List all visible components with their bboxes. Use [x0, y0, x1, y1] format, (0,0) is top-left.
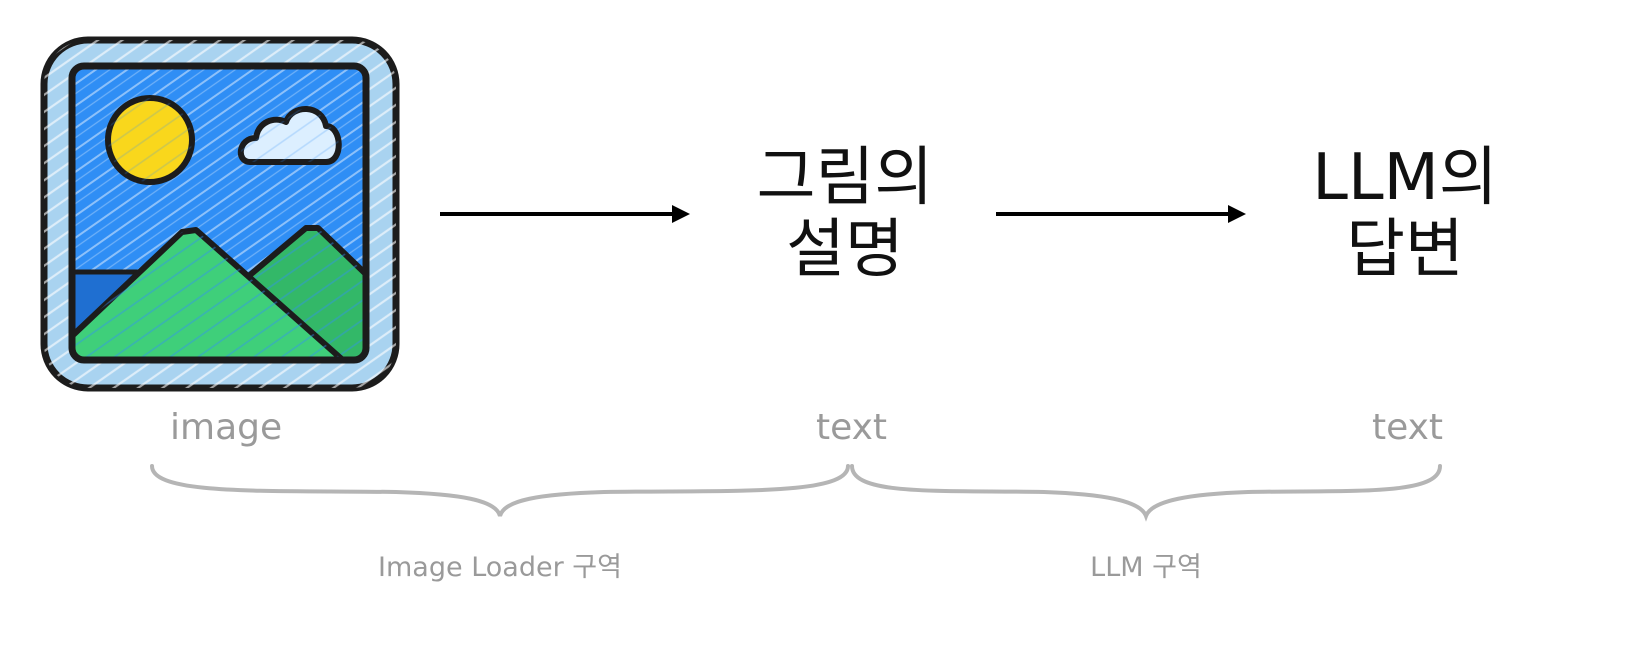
type-label-image: image — [170, 407, 283, 448]
zone-label-image-loader: Image Loader 구역 — [378, 552, 622, 583]
type-label-text-middle: text — [816, 407, 888, 448]
zone-label-llm: LLM 구역 — [1090, 552, 1202, 583]
brace-llm — [850, 464, 1442, 522]
image-icon — [40, 36, 400, 392]
answer-line-2: 답변 — [1346, 213, 1464, 287]
description-line-1: 그림의 — [756, 141, 934, 215]
cloud-icon — [238, 106, 342, 165]
description-line-2: 설명 — [786, 213, 904, 287]
sun-icon — [105, 95, 195, 185]
arrow-description-to-answer — [996, 205, 1246, 223]
answer-line-1: LLM의 — [1312, 141, 1498, 215]
arrow-image-to-description — [440, 205, 690, 223]
description-node: 그림의 설명 — [730, 142, 960, 286]
brace-image-loader — [150, 464, 850, 517]
type-label-text-output: text — [1372, 407, 1444, 448]
answer-node: LLM의 답변 — [1290, 142, 1520, 286]
